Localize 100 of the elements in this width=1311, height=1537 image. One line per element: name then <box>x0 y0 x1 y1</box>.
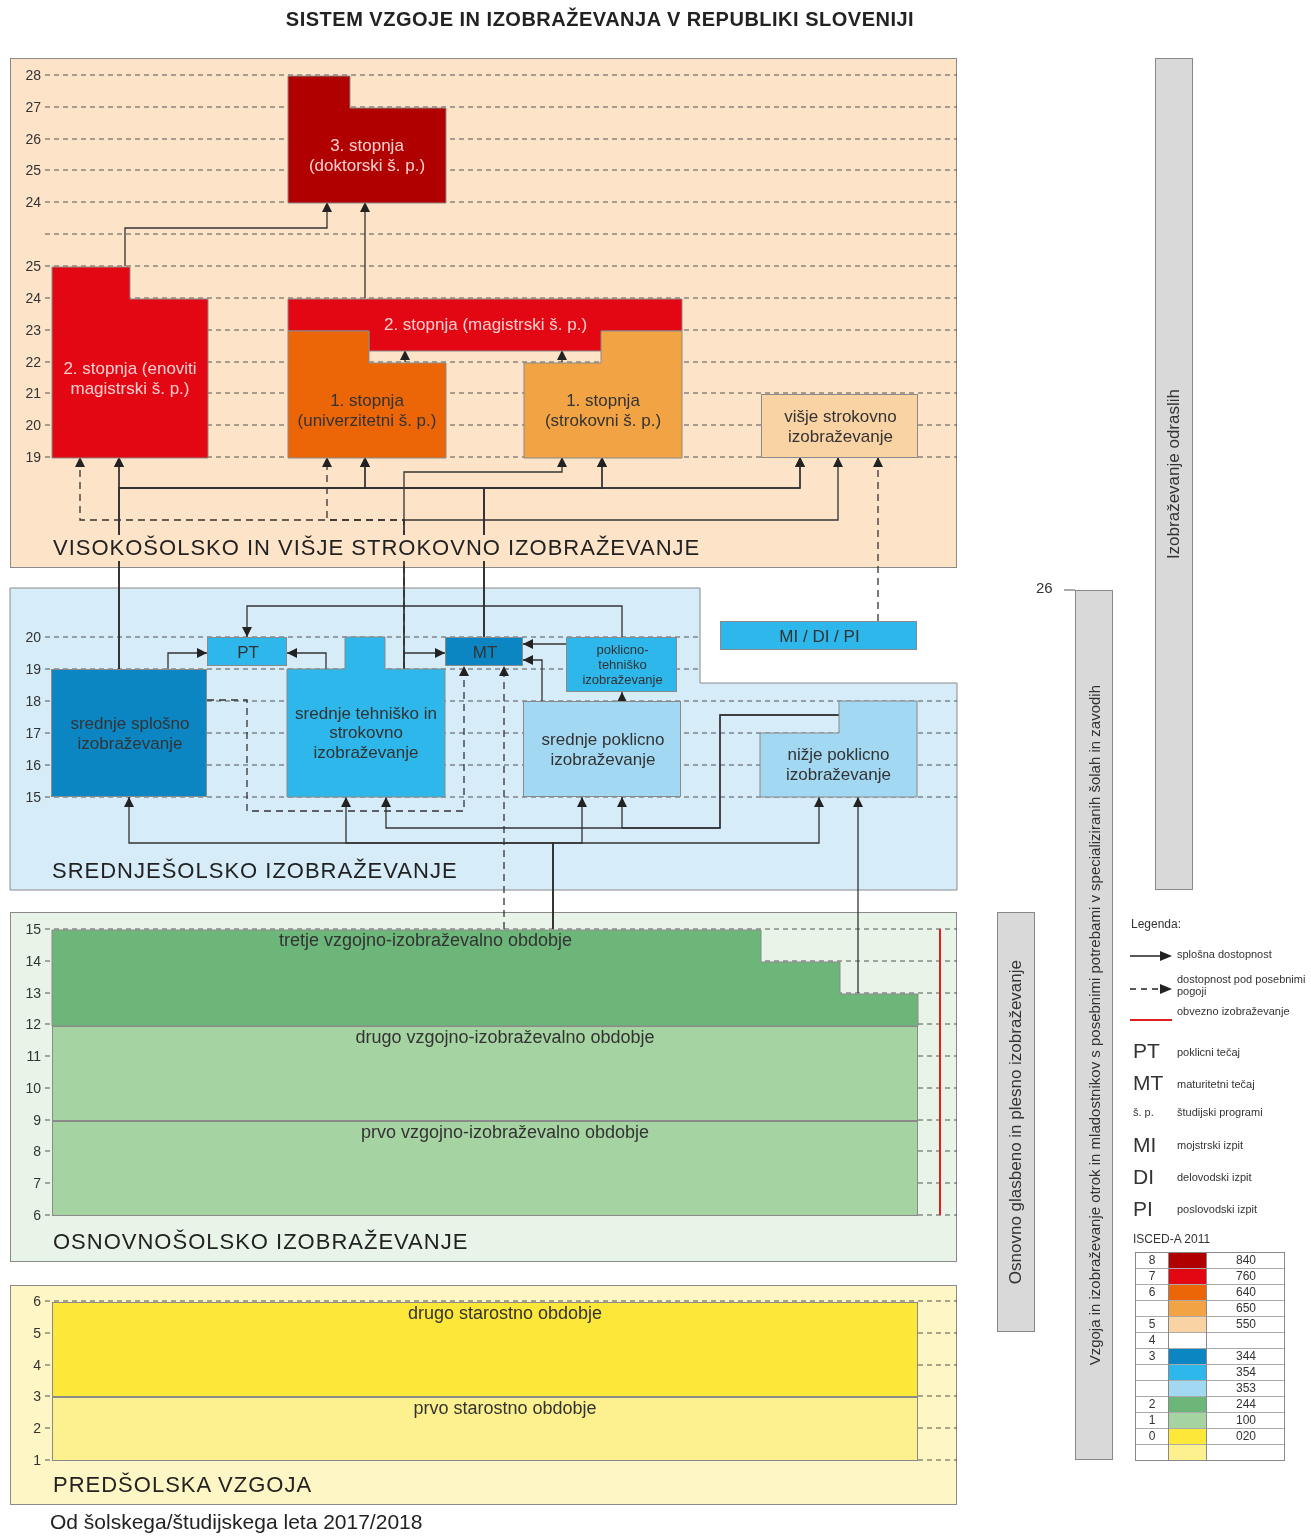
age-tick-label: 26 <box>1036 579 1053 596</box>
isced-code: 650 <box>1235 1301 1257 1316</box>
program-box <box>52 267 208 458</box>
isced-level: 3 <box>1147 1349 1157 1364</box>
age-tick-label: 6 <box>32 1207 41 1223</box>
arrow <box>206 665 469 812</box>
age-tick-label: 1 <box>32 1452 41 1468</box>
age-tick-label: 9 <box>32 1112 41 1128</box>
box-label: 2. stopnja (magistrski š. p.) <box>383 315 588 335</box>
caption: Od šolskega/študijskega leta 2017/2018 <box>50 1510 423 1534</box>
age-tick-label: 17 <box>24 725 41 741</box>
program-box <box>52 1397 918 1461</box>
abbreviation: š. p. <box>1133 1106 1154 1119</box>
section-panel <box>10 58 957 568</box>
age-tick-label: 15 <box>24 789 41 805</box>
age-tick-label: 24 <box>24 290 41 306</box>
age-tick-label: 24 <box>24 194 41 210</box>
legend-text: obvezno izobraževanje <box>1177 1005 1291 1017</box>
arrow <box>552 796 824 930</box>
age-tick-label: 11 <box>25 1048 41 1064</box>
abbreviation: MT <box>1133 1072 1164 1094</box>
legend-text: maturitetni tečaj <box>1177 1078 1255 1091</box>
program-box <box>566 637 677 692</box>
age-tick-label: 7 <box>32 1175 41 1191</box>
program-box <box>524 331 682 458</box>
legend-text: študijski programi <box>1177 1106 1263 1119</box>
abbreviation: PT <box>1133 1040 1160 1062</box>
box-label: nižje poklicno izobraževanje <box>785 745 892 785</box>
age-tick-label: 19 <box>24 449 41 465</box>
program-box <box>445 637 523 666</box>
age-tick-label: 22 <box>24 354 41 370</box>
program-box <box>761 394 918 458</box>
age-tick-label: 8 <box>32 1143 41 1159</box>
legend-text: dostopnost pod posebnimi pogoji <box>1177 973 1307 997</box>
arrow <box>499 665 509 930</box>
program-box <box>288 76 446 203</box>
program-bar <box>1075 590 1113 1460</box>
age-tick-label: 18 <box>24 693 41 709</box>
program-box <box>52 1121 918 1216</box>
arrow <box>242 605 623 638</box>
box-label: prvo vzgojno-izobraževalno obdobje <box>360 1122 650 1143</box>
arrow <box>400 349 410 363</box>
box-label: višje strokovno izobraževanje <box>783 407 898 447</box>
bar-label: Osnovno glasbeno in plesno izobraževanje <box>1006 959 1026 1285</box>
age-tick-label: 4 <box>32 1357 41 1373</box>
legend-text: splošna dostopnost <box>1177 948 1273 960</box>
program-box <box>52 930 918 1026</box>
legend-text: Legenda: <box>1131 918 1182 931</box>
arrow <box>873 456 883 622</box>
legend-text: mojstrski izpit <box>1177 1139 1243 1152</box>
age-tick-label: 19 <box>24 661 41 677</box>
isced-code: 020 <box>1235 1429 1257 1444</box>
arrow <box>522 655 543 702</box>
bar-label: Vzgoja in izobraževanje otrok in mladostnikov s posebnimi potrebami v specializiranih šolah in zavodih <box>1085 684 1103 1366</box>
age-tick-label: 2 <box>32 1420 41 1436</box>
age-tick-label: 13 <box>24 985 41 1001</box>
age-tick-label: 10 <box>24 1080 41 1096</box>
arrow <box>617 714 840 829</box>
box-label: prvo starostno obdobje <box>413 1398 597 1419</box>
program-box <box>288 299 682 351</box>
box-label: 3. stopnja (doktorski š. p.) <box>307 135 427 176</box>
arrow <box>853 796 863 994</box>
program-box <box>207 637 287 666</box>
isced-code: 353 <box>1235 1381 1257 1396</box>
isced-code: 640 <box>1235 1285 1257 1300</box>
program-box <box>288 331 446 458</box>
box-label: srednje splošno izobraževanje <box>69 714 191 754</box>
age-tick-label: 23 <box>24 322 41 338</box>
isced-code: 550 <box>1235 1317 1257 1332</box>
arrow <box>483 456 805 638</box>
isced-level: 8 <box>1147 1253 1157 1268</box>
arrow <box>124 201 332 267</box>
program-bar <box>1155 58 1193 890</box>
section-panel <box>10 588 957 890</box>
box-label: srednje poklicno izobraževanje <box>540 730 666 770</box>
age-tick-label: 6 <box>32 1293 41 1309</box>
section-panel <box>10 1285 957 1505</box>
legend-text: poslovodski izpit <box>1177 1203 1258 1216</box>
program-box <box>720 621 917 650</box>
age-tick-label: 3 <box>32 1388 41 1404</box>
legend-text: poklicni tečaj <box>1177 1046 1240 1059</box>
legend-text: delovodski izpit <box>1177 1171 1252 1184</box>
box-label: PT <box>237 642 259 663</box>
age-tick-label: 27 <box>24 99 41 115</box>
age-tick-label: 20 <box>24 417 41 433</box>
isced-level: 6 <box>1147 1285 1157 1300</box>
abbreviation: PI <box>1133 1198 1153 1220</box>
box-label: MI / DI / PI <box>779 626 860 647</box>
arrow <box>403 648 446 670</box>
box-label: poklicno-tehniško izobraževanje <box>581 643 664 688</box>
age-tick-label: 28 <box>24 67 41 83</box>
box-label: MT <box>472 642 498 663</box>
program-box <box>523 701 681 797</box>
isced-code: 344 <box>1235 1349 1257 1364</box>
box-label: srednje tehniško in strokovno izobraževanje <box>295 703 437 763</box>
box-label: 1. stopnja (strokovni š. p.) <box>543 390 663 431</box>
age-tick-label: 15 <box>24 921 41 937</box>
arrow <box>167 648 208 670</box>
age-tick-label: 26 <box>24 131 41 147</box>
isced-code: 760 <box>1235 1269 1257 1284</box>
